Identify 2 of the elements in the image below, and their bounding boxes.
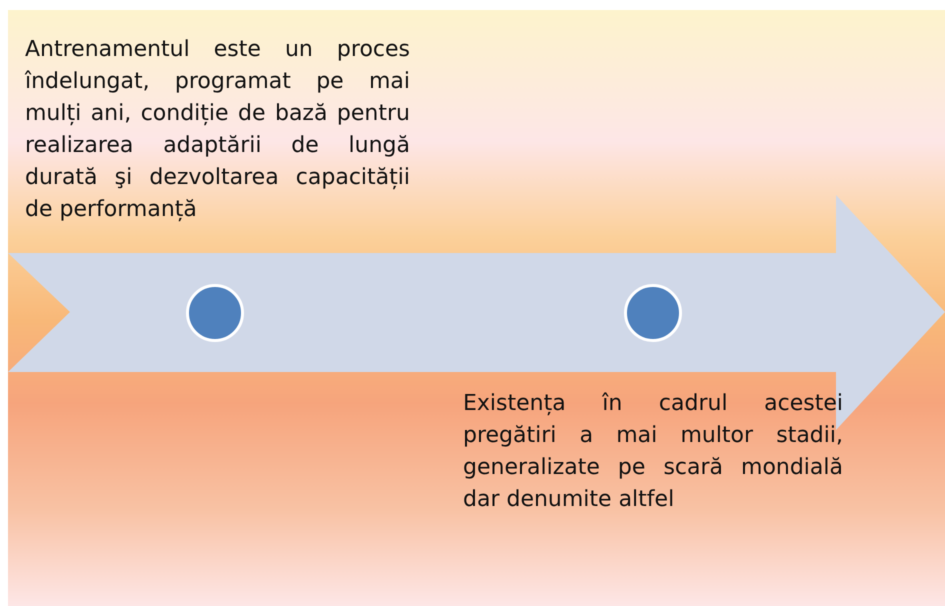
paragraph: Antrenamentul este un proces îndelungat, programat pe mai mulți ani, condiție de bază pentru realizarea adaptării de lungă durată şi dezvoltarea capacității de performanță <box>25 36 410 224</box>
paragraph: Existența în cadrul acestei pregătiri a mai multor stadii, generalizate pe scară mondială dar denumite altfel <box>463 390 843 514</box>
